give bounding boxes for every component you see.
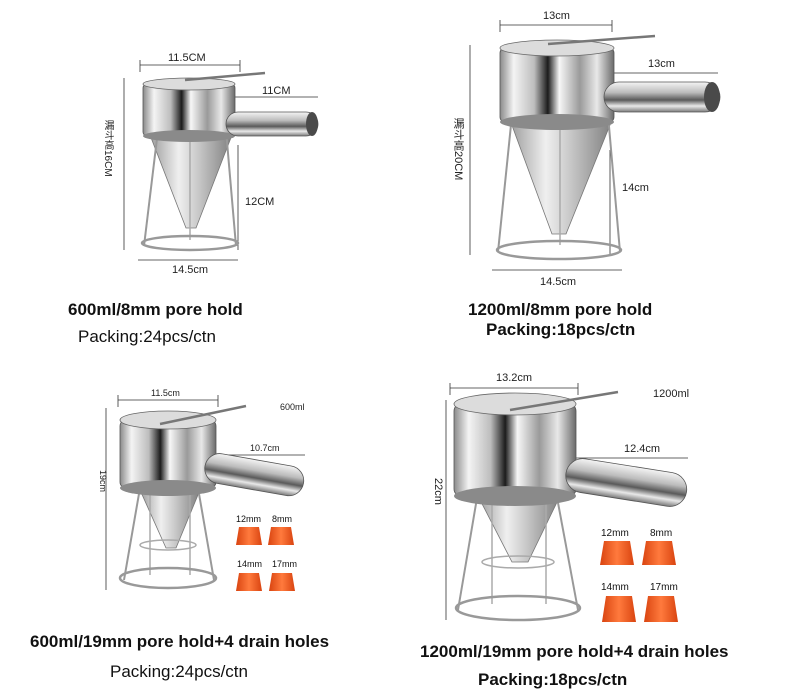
dim-handle-1: 11CM <box>262 85 291 97</box>
dispenser-600ml-a <box>123 60 319 261</box>
product-packing-3: Packing:24pcs/ctn <box>110 662 248 681</box>
nozzle-label-b-17mm: 17mm <box>650 582 678 593</box>
nozzle-label-b-14mm: 14mm <box>601 582 629 593</box>
nozzle-label-b-12mm: 12mm <box>601 528 629 539</box>
nozzle-set-b <box>600 541 678 622</box>
dim-handle-4: 12.4cm <box>624 443 661 455</box>
nozzle-label-a-12mm: 12mm <box>236 514 262 524</box>
dim-handle-3: 10.7cm <box>250 443 280 453</box>
dispenser-600ml-b <box>105 395 305 591</box>
dim-handle-2: 13cm <box>648 58 675 70</box>
dim-base-2: 14.5cm <box>540 276 577 288</box>
dim-capacity-4: 1200ml <box>653 388 690 400</box>
product-title-1: 600ml/8mm pore hold <box>68 300 243 319</box>
dim-height-3: 19cm <box>98 470 108 493</box>
product-packing-2: Packing:18pcs/ctn <box>486 320 636 339</box>
product-packing-4: Packing:18pcs/ctn <box>478 670 628 689</box>
dim-width-1: 11.5CM <box>168 52 206 64</box>
dim-height-1: 漏斗高16CM <box>102 120 113 177</box>
product-title-4: 1200ml/19mm pore hold+4 drain holes <box>420 642 729 661</box>
nozzle-label-b-8mm: 8mm <box>650 528 673 539</box>
product-packing-1: Packing:24pcs/ctn <box>78 327 216 346</box>
dim-width-2: 13cm <box>543 10 570 22</box>
dim-capacity-3: 600ml <box>280 402 305 412</box>
nozzle-label-a-17mm: 17mm <box>272 559 298 569</box>
dim-width-4: 13.2cm <box>496 372 533 384</box>
dim-cone-1: 12CM <box>245 196 275 208</box>
product-title-2: 1200ml/8mm pore hold <box>468 300 653 319</box>
dim-height-2: 漏斗高20CM <box>452 118 464 181</box>
product-title-3: 600ml/19mm pore hold+4 drain holes <box>30 632 330 651</box>
dim-height-4: 22cm <box>432 478 444 505</box>
nozzle-label-a-8mm: 8mm <box>272 514 292 524</box>
dim-cone-2: 14cm <box>622 182 649 194</box>
nozzle-label-a-14mm: 14mm <box>237 559 263 569</box>
dispenser-1200ml-a <box>469 20 721 271</box>
dispenser-1200ml-b <box>445 383 688 622</box>
dim-width-3: 11.5cm <box>151 388 180 398</box>
dim-base-1: 14.5cm <box>172 264 209 276</box>
nozzle-set-a <box>236 527 295 591</box>
